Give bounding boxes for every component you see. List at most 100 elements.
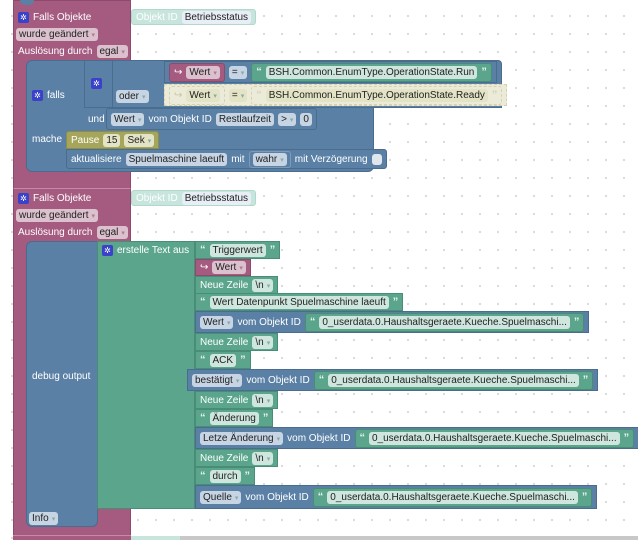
close-quote-icon: ”: [240, 353, 246, 366]
open-quote-icon: “: [200, 295, 206, 308]
newline-item[interactable]: Neue Zeile \n: [195, 333, 279, 351]
object-id-text[interactable]: 0_userdata.0.Haushaltsgeraete.Kueche.Spu…: [328, 373, 579, 387]
trigger-dropdown[interactable]: egal: [96, 226, 128, 239]
operator-dropdown[interactable]: >: [278, 112, 297, 126]
attribute-dropdown[interactable]: Letze Änderung: [200, 431, 284, 445]
pause-block[interactable]: Pause 15 Sek: [66, 131, 160, 149]
operator-dropdown[interactable]: =: [228, 88, 248, 102]
text-item[interactable]: “ ACK ”: [195, 351, 251, 369]
text-join-label: erstelle Text aus: [117, 244, 190, 256]
trigger-dropdown[interactable]: egal: [96, 45, 128, 58]
newline-dropdown[interactable]: \n: [252, 393, 274, 407]
text-value[interactable]: BSH.Common.EnumType.OperationState.Run: [265, 65, 478, 79]
object-value-item[interactable]: bestätigt vom Objekt ID “ 0_userdata.0.H…: [187, 369, 599, 391]
close-quote-icon: ”: [262, 411, 269, 424]
and-label: und: [88, 113, 105, 125]
attribute-dropdown[interactable]: bestätigt: [192, 373, 243, 387]
close-quote-icon: ”: [581, 490, 588, 503]
close-quote-icon: ”: [392, 295, 399, 308]
text-value[interactable]: Änderung: [209, 411, 259, 425]
text-join-block[interactable]: [97, 241, 195, 509]
text-value[interactable]: durch: [209, 469, 241, 483]
object-value-item[interactable]: Letze Änderung vom Objekt ID “ 0_userdat…: [195, 427, 638, 449]
variable-dropdown[interactable]: Wert: [212, 261, 246, 274]
close-quote-icon: ”: [582, 373, 589, 386]
object-id-label: Objekt ID: [136, 192, 178, 204]
object-id-text[interactable]: 0_userdata.0.Haushaltsgeraete.Kueche.Spu…: [369, 431, 620, 445]
variable-block[interactable]: ↪ Wert: [169, 85, 225, 105]
object-value-item[interactable]: Quelle vom Objekt ID “ 0_userdata.0.Haus…: [195, 485, 598, 509]
text-value[interactable]: Triggerwert: [209, 243, 266, 257]
text-item[interactable]: “ Wert Datenpunkt Spuelmaschine laeuft ”: [195, 293, 404, 311]
attribute-dropdown[interactable]: Wert: [111, 112, 145, 126]
object-id-text[interactable]: 0_userdata.0.Haushaltsgeraete.Kueche.Spu…: [319, 315, 570, 329]
close-quote-icon: ”: [244, 469, 251, 482]
newline-label: Neue Zeile: [200, 452, 249, 464]
from-object-label: vom Objekt ID: [246, 374, 310, 386]
object-id-text[interactable]: 0_userdata.0.Haushaltsgeraete.Kueche.Spu…: [327, 490, 578, 504]
variable-dropdown[interactable]: Wert: [186, 65, 220, 79]
gear-icon[interactable]: ✲: [102, 244, 113, 256]
newline-dropdown[interactable]: \n: [252, 451, 274, 465]
text-value[interactable]: ACK: [209, 353, 237, 367]
newline-item[interactable]: Neue Zeile \n: [195, 276, 279, 294]
trigger-label: Auslösung durch: [18, 46, 93, 57]
close-quote-icon: ”: [491, 88, 498, 101]
gear-icon[interactable]: ✲: [32, 90, 43, 101]
disabled-condition-block[interactable]: ↪ Wert = “ BSH.Common.EnumType.Operation…: [164, 84, 508, 106]
attribute-dropdown[interactable]: Quelle: [200, 490, 242, 504]
block-header: Falls Objekte: [33, 192, 92, 204]
text-block[interactable]: “ BSH.Common.EnumType.OperationState.Run…: [251, 62, 492, 82]
newline-item[interactable]: Neue Zeile \n: [195, 449, 279, 467]
open-quote-icon: “: [359, 431, 366, 444]
update-object-field[interactable]: Spuelmaschine laeuft: [125, 152, 228, 166]
text-item[interactable]: “ Änderung ”: [195, 409, 274, 427]
number-field[interactable]: 0: [300, 112, 312, 126]
text-item[interactable]: “ durch ”: [195, 467, 256, 485]
variable-block[interactable]: ↪ Wert: [169, 62, 225, 82]
variable-dropdown[interactable]: Wert: [186, 88, 220, 102]
delay-label: mit Verzögerung: [294, 153, 368, 165]
next-block-edge[interactable]: [13, 535, 131, 540]
newline-dropdown[interactable]: \n: [252, 278, 274, 292]
compare-block[interactable]: Wert vom Objekt ID Restlaufzeit > 0: [106, 108, 317, 130]
newline-item[interactable]: Neue Zeile \n: [195, 391, 279, 409]
debug-output-block[interactable]: [26, 241, 98, 527]
pause-label: Pause: [71, 134, 100, 146]
delay-checkbox[interactable]: [371, 153, 382, 165]
pause-unit-dropdown[interactable]: Sek: [124, 133, 155, 147]
equals-condition-1[interactable]: ↪ Wert = “ BSH.Common.EnumType.Operation…: [164, 61, 497, 83]
pause-duration[interactable]: 15: [103, 133, 121, 147]
or-dropdown[interactable]: oder: [116, 90, 149, 103]
text-value[interactable]: BSH.Common.EnumType.OperationState.Ready: [265, 88, 488, 102]
object-value-item[interactable]: Wert vom Objekt ID “ 0_userdata.0.Hausha…: [195, 311, 590, 333]
from-object-label: vom Objekt ID: [237, 316, 301, 328]
operator-dropdown[interactable]: =: [228, 65, 248, 79]
variable-arrow-icon: ↪: [174, 66, 183, 78]
newline-label: Neue Zeile: [200, 279, 249, 291]
newline-label: Neue Zeile: [200, 394, 249, 406]
trigger-label: Auslösung durch: [18, 227, 93, 238]
value-dropdown[interactable]: wahr: [252, 152, 287, 166]
object-id-value[interactable]: Betriebsstatus: [181, 191, 252, 205]
text-item[interactable]: “ Triggerwert ”: [195, 241, 281, 259]
debug-level-dropdown[interactable]: Info: [29, 512, 59, 525]
object-id-block[interactable]: Objekt ID Betriebsstatus: [131, 9, 257, 25]
close-quote-icon: ”: [481, 65, 487, 78]
change-mode-dropdown[interactable]: wurde geändert: [16, 28, 99, 41]
object-id-value[interactable]: Betriebsstatus: [181, 10, 252, 24]
gear-icon[interactable]: ✲: [18, 11, 29, 23]
variable-item[interactable]: ↪ Wert: [195, 259, 251, 276]
text-value[interactable]: Wert Datenpunkt Spuelmaschine laeuft: [209, 295, 389, 309]
newline-dropdown[interactable]: \n: [252, 335, 274, 349]
object-id-block[interactable]: Objekt ID Betriebsstatus: [131, 190, 257, 206]
gear-icon[interactable]: ✲: [18, 192, 29, 204]
open-quote-icon: “: [256, 88, 262, 101]
change-mode-dropdown[interactable]: wurde geändert: [16, 209, 99, 222]
update-block[interactable]: aktualisiere Spuelmaschine laeuft mit wa…: [66, 149, 387, 169]
object-field[interactable]: Restlaufzeit: [215, 112, 275, 126]
gear-icon[interactable]: ✲: [91, 78, 102, 89]
attribute-dropdown[interactable]: Wert: [200, 315, 234, 329]
debug-label: debug output: [32, 371, 91, 382]
scrollbar[interactable]: [180, 536, 638, 540]
